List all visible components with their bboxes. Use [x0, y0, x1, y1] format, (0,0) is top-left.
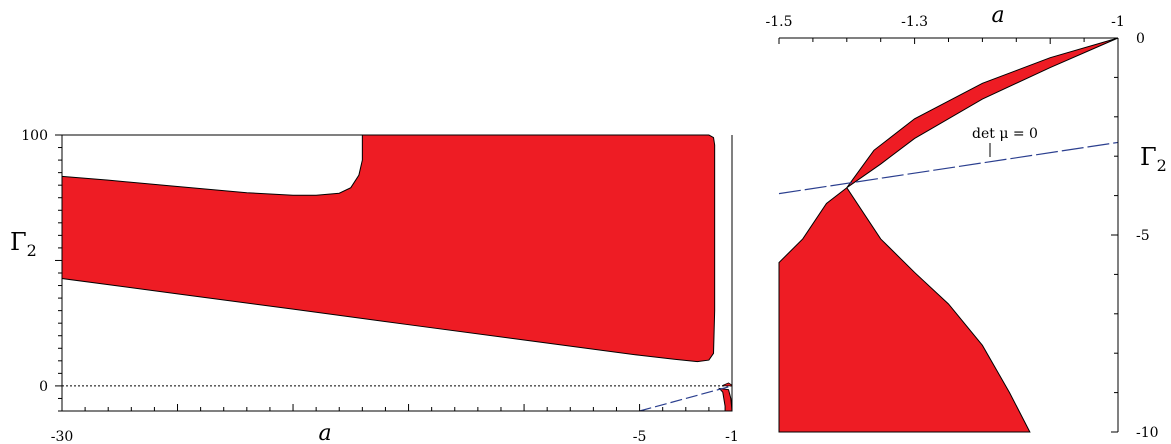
right-y-axis-subscript: 2 — [1157, 156, 1167, 175]
right-y-tick-label: 0 — [1136, 31, 1145, 47]
left-ticks — [55, 134, 733, 412]
det-annotation: det μ = 0 — [972, 126, 1038, 142]
left-y-axis-label: Γ2 — [10, 228, 37, 260]
right-chart: -1.5 -1.3 -1 0 -5 -10 a Γ2 det μ = 0 — [766, 3, 1167, 441]
left-y-tick-label: 100 — [21, 128, 48, 144]
right-y-axis-symbol: Γ — [1140, 143, 1157, 171]
right-upper-region — [846, 37, 1119, 189]
left-region-1 — [717, 387, 733, 412]
right-x-tick-label: -1.5 — [766, 14, 793, 30]
left-x-tick-label: -30 — [51, 429, 74, 444]
left-small-region — [722, 382, 733, 387]
left-y-tick-label: 0 — [39, 379, 48, 395]
left-x-axis-label: a — [318, 421, 331, 444]
right-det-line — [778, 141, 1119, 195]
right-y-tick-labels: 0 -5 -10 — [1136, 31, 1159, 441]
right-x-axis-label: a — [991, 3, 1004, 28]
left-y-tick-labels: 100 0 — [21, 128, 48, 395]
left-regions — [61, 134, 733, 412]
right-x-tick-label: -1 — [1111, 14, 1125, 30]
left-x-tick-label: -5 — [633, 429, 647, 444]
right-y-tick-label: -10 — [1136, 425, 1159, 441]
left-y-axis-subscript: 2 — [27, 241, 37, 260]
right-x-tick-label: -1.3 — [901, 14, 928, 30]
left-x-tick-label: -1 — [725, 429, 739, 444]
left-x-tick-labels: -30 -5 -1 — [51, 429, 739, 444]
right-lower-region — [778, 186, 1031, 433]
right-x-tick-labels: -1.5 -1.3 -1 — [766, 14, 1125, 30]
right-ticks — [778, 37, 1119, 433]
right-y-axis-label: Γ2 — [1140, 143, 1167, 175]
left-region-0 — [61, 134, 716, 363]
right-y-tick-label: -5 — [1136, 228, 1150, 244]
left-y-axis-symbol: Γ — [10, 228, 27, 256]
left-chart: -30 -5 -1 100 0 a Γ2 — [10, 128, 739, 444]
